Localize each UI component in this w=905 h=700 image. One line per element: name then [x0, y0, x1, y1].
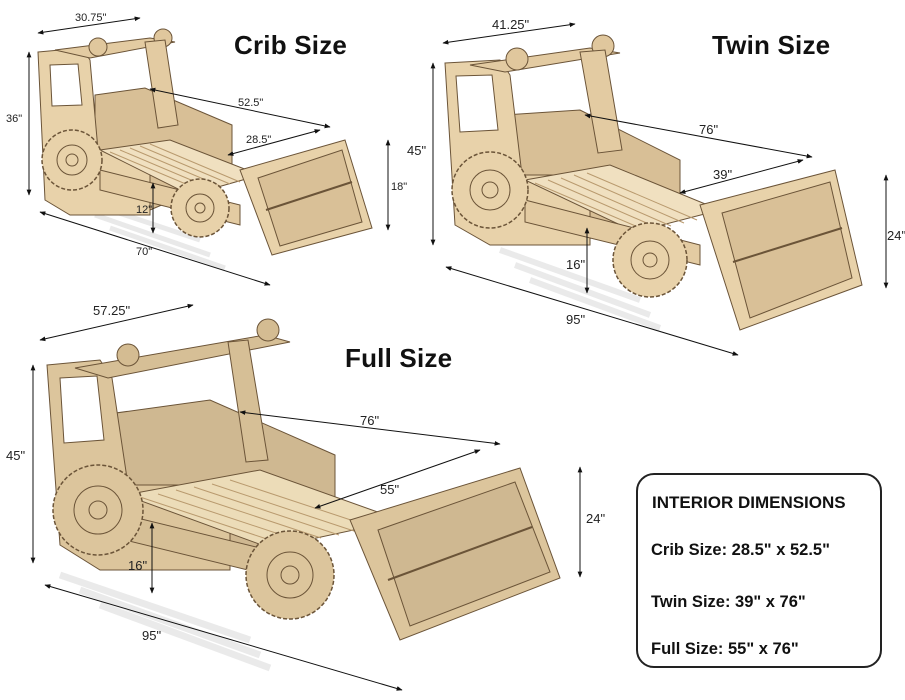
twin-interior-length-label: 76" — [699, 122, 719, 137]
crib-width-label: 30.75" — [75, 12, 107, 24]
crib-bucket-height-label: 18" — [391, 181, 408, 193]
crib-size-title: Crib Size — [234, 30, 348, 60]
twin-bucket-height-label: 24" — [887, 228, 905, 243]
crib-clearance-label: 12" — [136, 204, 153, 216]
crib-height-label: 36" — [6, 113, 23, 125]
full-width-label: 57.25" — [93, 303, 131, 318]
full-size-title: Full Size — [345, 343, 453, 373]
full-interior-width-label: 55" — [380, 482, 400, 497]
twin-interior-width-label: 39" — [713, 167, 733, 182]
twin-bed-drawing — [430, 22, 889, 356]
interior-row-crib: Crib Size: 28.5" x 52.5" — [651, 541, 830, 559]
full-bed-drawing — [30, 303, 583, 691]
interior-dimensions-box: INTERIOR DIMENSIONS Crib Size: 28.5" x 5… — [636, 473, 882, 668]
interior-dimensions-heading: INTERIOR DIMENSIONS — [652, 493, 846, 512]
crib-length-label: 70" — [136, 246, 153, 258]
interior-row-full: Full Size: 55" x 76" — [651, 640, 799, 658]
crib-bed-drawing — [26, 16, 391, 286]
full-length-label: 95" — [142, 628, 162, 643]
full-bucket-height-label: 24" — [586, 511, 606, 526]
twin-clearance-label: 16" — [566, 257, 586, 272]
full-clearance-label: 16" — [128, 558, 148, 573]
twin-width-label: 41.25" — [492, 17, 530, 32]
crib-interior-width-label: 28.5" — [246, 134, 272, 146]
twin-size-title: Twin Size — [712, 30, 831, 60]
full-interior-length-label: 76" — [360, 413, 380, 428]
interior-row-twin: Twin Size: 39" x 76" — [651, 593, 806, 611]
crib-interior-length-label: 52.5" — [238, 97, 264, 109]
twin-height-label: 45" — [407, 143, 427, 158]
twin-length-label: 95" — [566, 312, 586, 327]
full-height-label: 45" — [6, 448, 26, 463]
